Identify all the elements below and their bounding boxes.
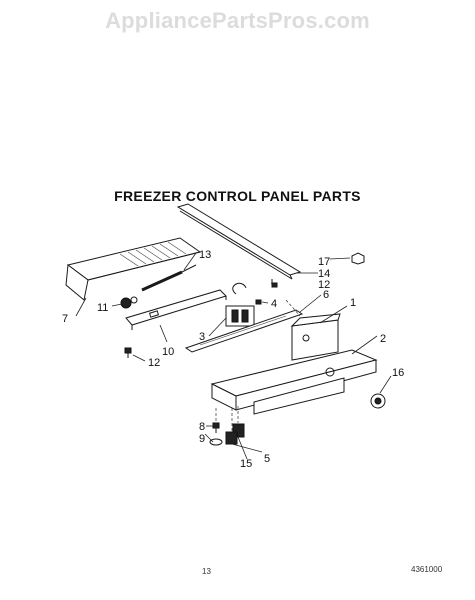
doc-number: 4361000	[411, 565, 443, 574]
part-16-knob	[370, 393, 386, 409]
part-5-switch	[225, 431, 238, 445]
callout-5: 5	[264, 453, 270, 465]
callout-8: 8	[199, 421, 205, 433]
callout-14: 14	[318, 268, 330, 280]
part-9-washer	[209, 438, 223, 446]
leader-lines	[75, 252, 392, 460]
callout-9: 9	[199, 433, 205, 445]
part-17-clip	[351, 252, 365, 265]
part-8-screw	[212, 422, 220, 433]
callout-6: 6	[323, 289, 329, 301]
callout-7: 7	[62, 313, 68, 325]
part-11-knob	[120, 296, 138, 309]
callout-1: 1	[350, 297, 356, 309]
part-3-thermostat	[225, 282, 255, 327]
callout-16: 16	[392, 367, 404, 379]
part-1-housing	[290, 313, 341, 361]
part-7-cover	[65, 237, 202, 301]
callout-12-left: 12	[148, 357, 160, 369]
part-14-top-bracket	[176, 203, 302, 280]
part-12-screw-top	[271, 279, 278, 288]
callout-17: 17	[318, 256, 330, 268]
part-10-rail	[125, 289, 227, 330]
part-6-strip	[184, 309, 304, 353]
assembly-lines	[215, 299, 301, 431]
part-15-switch	[232, 423, 245, 438]
callout-4: 4	[271, 298, 277, 310]
callout-10: 10	[162, 346, 174, 358]
callout-3: 3	[199, 331, 205, 343]
callout-11: 11	[97, 302, 108, 314]
callout-2: 2	[380, 333, 386, 345]
watermark: AppliancePartsPros.com	[105, 8, 370, 33]
page-number: 13	[202, 567, 211, 576]
diagram-title: FREEZER CONTROL PANEL PARTS	[114, 188, 361, 204]
part-4-screw	[255, 299, 262, 305]
part-2-bezel	[210, 349, 378, 415]
callout-12-right: 12	[318, 279, 330, 291]
callout-13: 13	[199, 249, 211, 261]
callout-15: 15	[240, 458, 252, 470]
part-12-screw-left	[124, 347, 132, 358]
part-13-rod	[141, 264, 197, 292]
